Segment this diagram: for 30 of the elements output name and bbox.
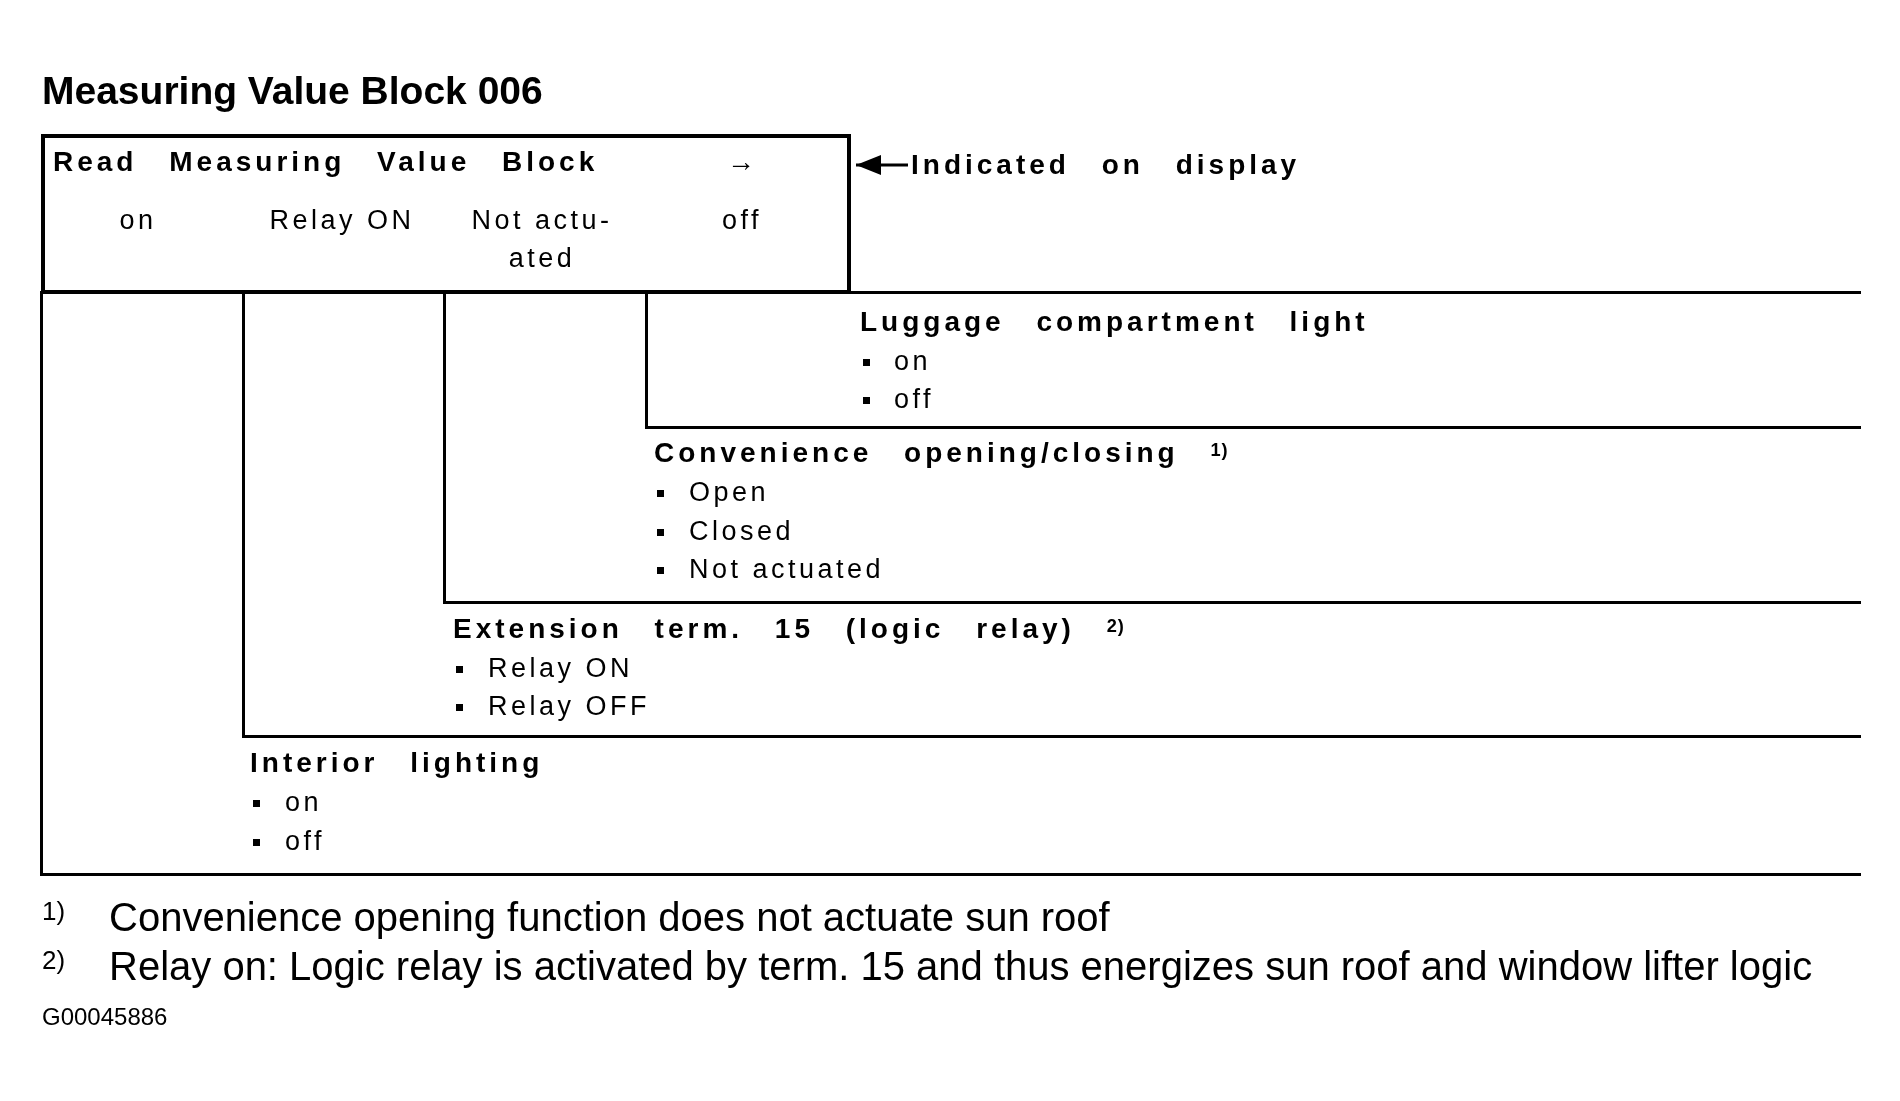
list-item: on (894, 345, 932, 377)
list-item: Not actuated (689, 553, 885, 585)
field-value: Relay ON (269, 204, 415, 236)
block-heading: Read Measuring Value Block (53, 146, 599, 178)
pointer-arrow (856, 155, 908, 175)
group-heading: Interior lighting (250, 747, 544, 779)
footnote-marker: 1) (42, 895, 66, 928)
group-heading: Luggage compartment light (860, 306, 1369, 338)
field-value: off (722, 204, 762, 236)
footnote-text: Relay on: Logic relay is activated by term. 15 and thus energizes sun roof and window lifter logic (109, 944, 1813, 988)
list-item: off (894, 383, 935, 415)
list-item: on (285, 786, 323, 818)
bracket-frame (645, 291, 1861, 429)
bracket-frame (40, 291, 1861, 876)
footnote-marker: 2) (42, 944, 66, 977)
list-item: Relay OFF (488, 690, 651, 722)
callout-text: Indicated on display (911, 149, 1301, 181)
arrow-symbol: → (727, 146, 759, 178)
field-value: Not actu- ated (470, 204, 614, 275)
field-value: on (119, 204, 157, 236)
list-item: off (285, 825, 326, 857)
bracket-frame (443, 291, 1861, 604)
list-item: Closed (689, 515, 795, 547)
footnote-text: Convenience opening function does not actuate sun roof (109, 895, 1110, 939)
readout-box (41, 134, 851, 294)
list-item: Open (689, 476, 770, 508)
list-item: Relay ON (488, 652, 634, 684)
bracket-frame (242, 291, 1861, 738)
diagram-title: Measuring Value Block 006 (42, 68, 543, 114)
figure-number: G00045886 (42, 1002, 168, 1032)
